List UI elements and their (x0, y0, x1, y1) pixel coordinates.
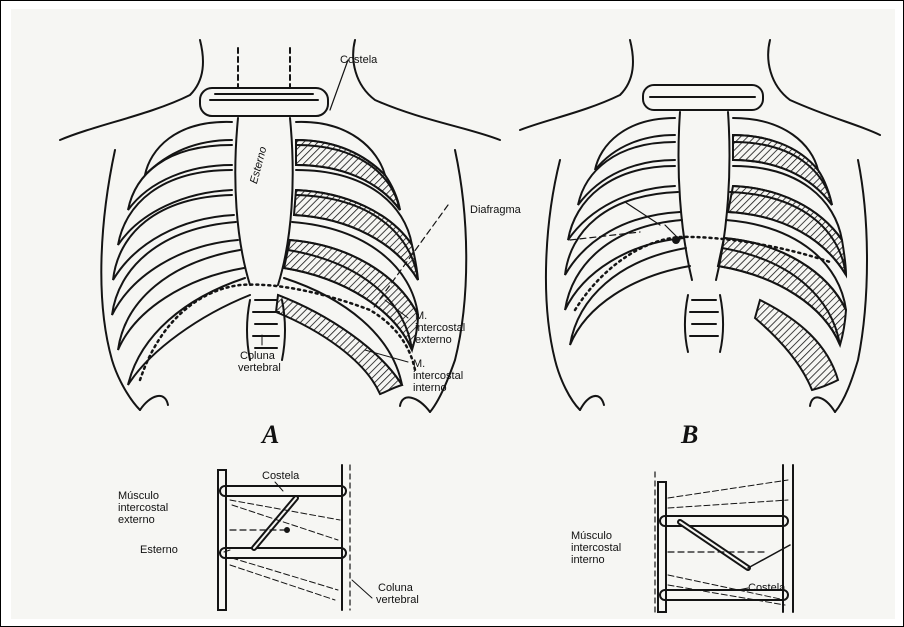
label-inset-b-costela: Costela (748, 582, 785, 594)
label-inset-a-costela: Costela (262, 470, 299, 482)
panel-letter-b: B (681, 420, 698, 450)
label-m-intercostal-interno-1: M. (413, 358, 425, 370)
label-inset-a-musculo-1: Músculo (118, 490, 159, 502)
label-inset-a-esterno: Esterno (140, 544, 178, 556)
label-inset-a-musculo-3: externo (118, 514, 155, 526)
label-inset-b-musculo-3: interno (571, 554, 605, 566)
label-coluna-a-1: Coluna (240, 350, 275, 362)
label-inset-a-musculo-2: intercostal (118, 502, 168, 514)
label-m-intercostal-externo-1: M. (415, 310, 427, 322)
label-costela-a: Costela (340, 54, 377, 66)
inset-a-intercostal-diagram (218, 465, 372, 610)
label-m-intercostal-interno-3: interno (413, 382, 447, 394)
label-m-intercostal-externo-3: externo (415, 334, 452, 346)
panel-a-thorax (60, 40, 500, 412)
panel-letter-a: A (262, 420, 279, 450)
panel-b-thorax (520, 40, 880, 412)
label-inset-b-musculo-2: intercostal (571, 542, 621, 554)
label-diafragma-b: Diafragma (470, 204, 521, 216)
label-m-intercostal-externo-2: intercostal (415, 322, 465, 334)
label-inset-a-coluna-2: vertebral (376, 594, 419, 606)
label-inset-a-coluna-1: Coluna (378, 582, 413, 594)
label-m-intercostal-interno-2: intercostal (413, 370, 463, 382)
label-inset-b-musculo-1: Músculo (571, 530, 612, 542)
label-coluna-a-2: vertebral (238, 362, 281, 374)
